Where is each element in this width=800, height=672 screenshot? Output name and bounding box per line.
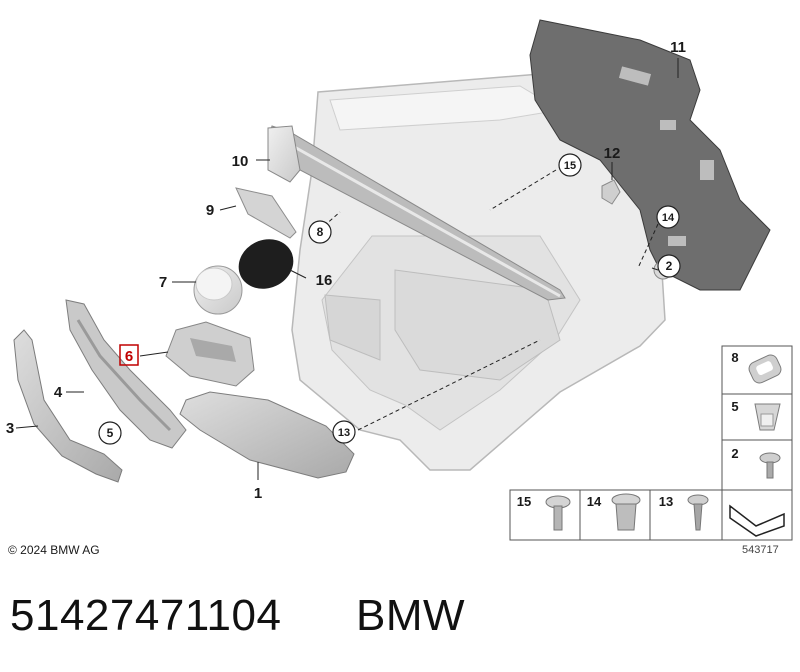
callout-16: 16: [316, 272, 333, 289]
callout-10: 10: [232, 153, 249, 170]
speaker-cover: [267, 125, 301, 183]
legend-label-5: 5: [731, 399, 738, 414]
callout-1: 1: [254, 485, 262, 502]
callout-15: 15: [564, 160, 576, 172]
legend-item-15: 15: [517, 494, 571, 531]
callout-2: 2: [666, 259, 673, 273]
callout-5: 5: [107, 426, 114, 440]
legend-label-15: 15: [517, 494, 531, 509]
highlight-box: [119, 344, 139, 366]
door-handle: [13, 329, 123, 483]
plain-callouts: 11 12 10 9 7 16 6 4 3 1: [6, 39, 686, 502]
callout-9: 9: [206, 202, 214, 219]
callout-7: 7: [159, 274, 167, 291]
legend-label-2: 2: [731, 446, 738, 461]
round-cover-face: [195, 267, 233, 301]
felt-pad: [238, 239, 294, 289]
legend-label-8: 8: [731, 350, 738, 365]
armrest-pad: [179, 391, 355, 479]
legend-label-13: 13: [659, 494, 673, 509]
callout-13: 13: [338, 427, 350, 439]
callout-14: 14: [662, 212, 675, 224]
direction-arrow-icon: [729, 504, 785, 537]
insulation-cutouts: [618, 66, 714, 246]
clip-12: [601, 179, 621, 205]
legend-label-14: 14: [587, 494, 602, 509]
legend-item-14: 14: [587, 493, 641, 531]
circled-callouts: 15 8 14 2 13 5: [98, 153, 681, 445]
handle-carrier: [65, 299, 187, 449]
bracket: [235, 187, 297, 239]
callout-11: 11: [670, 39, 686, 56]
legend-column: [721, 345, 793, 491]
insulation-pad: [529, 19, 771, 291]
callout-8: 8: [317, 225, 324, 239]
callout-4: 4: [54, 384, 63, 401]
switch-housing-face: [190, 338, 236, 362]
part-number: 51427471104: [10, 591, 281, 640]
legend-item-2: 2: [731, 446, 781, 479]
handle-carrier-rib: [76, 319, 172, 432]
callout-3: 3: [6, 420, 14, 437]
callout-12: 12: [604, 145, 621, 162]
reference-number: 543717: [742, 544, 779, 556]
copyright: © 2024 BMW AG: [8, 543, 100, 557]
leader-lines: [15, 58, 679, 480]
brand-name: BMW: [356, 591, 465, 640]
callout-6: 6: [125, 348, 133, 365]
legend-item-5: 5: [731, 399, 781, 431]
legend-item-13: 13: [659, 494, 709, 531]
legend-item-8: 8: [731, 350, 782, 384]
